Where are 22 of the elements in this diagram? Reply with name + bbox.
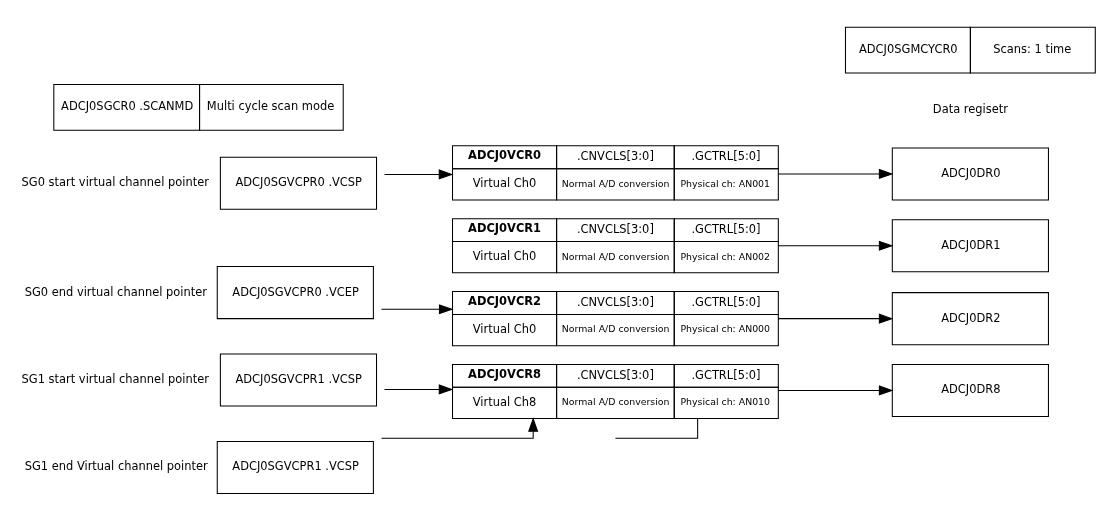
connector	[614, 418, 699, 439]
node-box: ADCJ0DR1	[891, 219, 1049, 273]
node-box: ADCJ0SGVCPR1 .VCSP	[219, 353, 378, 407]
node-box: ADCJ0DR2	[891, 292, 1049, 346]
node-label: SG1 start virtual channel pointer	[21, 371, 209, 386]
node-box: ADCJ0DR0	[891, 147, 1049, 201]
node-box: ADCJ0DR8	[891, 363, 1049, 417]
node-label: SG0 start virtual channel pointer	[21, 175, 209, 190]
node-box: ADCJ0SGVCPR0 .VCEP	[216, 266, 374, 320]
node-label: SG1 end Virtual channel pointer	[24, 459, 208, 474]
label: Data regisetr	[932, 102, 1008, 117]
arrow	[380, 304, 454, 315]
arrow	[383, 384, 454, 395]
node-box: ADCJ0SGVCPR0 .VCSP	[219, 156, 378, 210]
arrow	[777, 385, 894, 396]
arrow	[777, 240, 894, 251]
arrow	[383, 169, 454, 180]
arrow	[777, 168, 894, 180]
arrow	[381, 417, 539, 439]
node-label: SG0 end virtual channel pointer	[24, 284, 207, 299]
arrow	[777, 313, 894, 324]
node-box: ADCJ0SGVCPR1 .VCSP	[216, 440, 374, 495]
